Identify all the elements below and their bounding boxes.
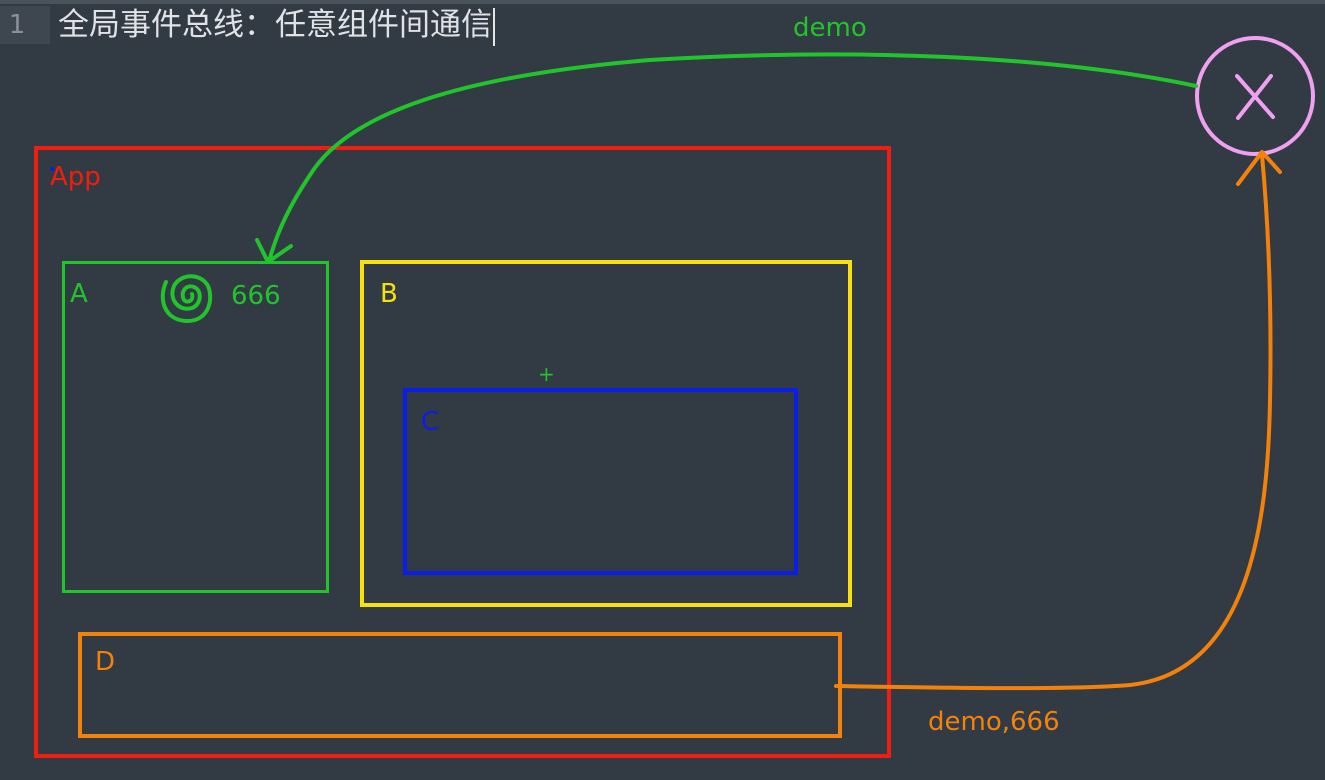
line-number: 1 — [8, 10, 26, 40]
editor-top-strip — [0, 0, 1325, 4]
component-a-label: A — [70, 279, 88, 309]
component-a-value: 666 — [231, 281, 281, 311]
orange-arrow-d-to-bus — [834, 150, 1282, 691]
component-a-box — [62, 261, 329, 593]
editor-line-text: 全局事件总线：任意组件间通信 — [58, 7, 492, 43]
line-gutter — [0, 6, 50, 44]
component-d-box — [78, 632, 842, 738]
plus-mark: + — [538, 362, 555, 386]
component-b-label: B — [380, 279, 398, 309]
editor-line[interactable]: 全局事件总线：任意组件间通信 — [58, 4, 495, 46]
component-d-label: D — [95, 647, 116, 677]
component-c-box — [403, 388, 798, 575]
component-c-label: C — [421, 407, 440, 437]
event-bus-icon — [1195, 36, 1315, 156]
bus-event-label: demo — [793, 13, 867, 43]
text-caret — [493, 7, 495, 46]
app-label: App — [50, 162, 101, 192]
emit-label: demo,666 — [928, 707, 1060, 737]
